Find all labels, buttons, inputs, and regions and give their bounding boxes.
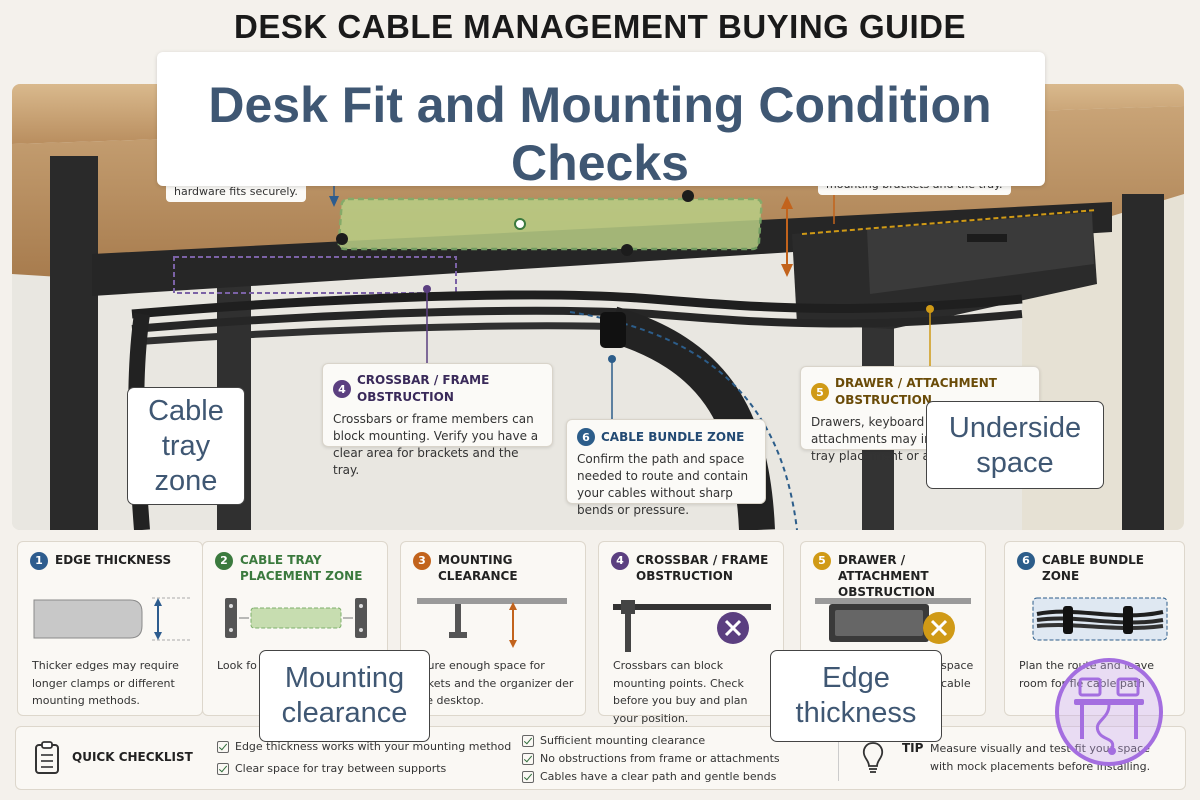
card-number: 2 (215, 552, 233, 570)
card-number: 5 (813, 552, 831, 570)
callout-body-line: tray placement or acc (811, 449, 944, 463)
bundle-callout: 6 CABLE BUNDLE ZONE Confirm the path and … (566, 419, 766, 517)
cable-tray-zone-label: Cable tray zone (127, 387, 245, 505)
banner-line-2: Checks (511, 135, 689, 191)
checklist-item: Clear space for tray between supports (217, 762, 446, 775)
callout-number: 4 (333, 380, 351, 398)
quick-checklist: QUICK CHECKLIST Edge thickness works wit… (15, 726, 1186, 790)
cable-run-2 (131, 306, 1023, 333)
card-edge-thickness: 1 EDGE THICKNESS Thicker edges may requir… (17, 541, 203, 716)
banner-title: Desk Fit and Mounting Condition Checks (0, 76, 1200, 192)
drawer-outline (801, 209, 1098, 235)
card-title: DRAWER / ATTACHMENT OBSTRUCTION (838, 553, 935, 599)
tray-placement-icon (225, 598, 367, 638)
mounting-clearance-icon (417, 598, 567, 648)
tray-zone (337, 197, 763, 251)
cable-strap (600, 312, 626, 348)
tip-label: TIP (902, 741, 924, 755)
checkbox-icon (217, 740, 229, 753)
card-number: 4 (611, 552, 629, 570)
screw (682, 190, 694, 202)
tray-zone-marker (514, 218, 526, 230)
cable-bundle-icon (1032, 597, 1168, 641)
top-left-fragment: hardware fits securely. (166, 181, 306, 202)
watermark-logo-icon (1055, 658, 1163, 766)
crossbar-highlight (173, 256, 457, 294)
checklist-divider (838, 735, 839, 781)
callout-number: 6 (577, 428, 595, 446)
banner-line-1: Desk Fit and Mounting Condition (208, 77, 992, 133)
card-mounting-clearance: 3 MOUNTING CLEARANCE asure enough space f… (400, 541, 586, 716)
card-number: 1 (30, 552, 48, 570)
page-title: DESK CABLE MANAGEMENT BUYING GUIDE (233, 8, 967, 45)
checkbox-icon (522, 734, 534, 747)
card-number: 3 (413, 552, 431, 570)
card-body: space cable (941, 659, 974, 690)
card-number: 6 (1017, 552, 1035, 570)
card-body: asure enough space for ackets and the or… (415, 659, 574, 707)
card-body: Crossbars can block mounting points. Che… (613, 659, 748, 725)
card-title: CROSSBAR / FRAME OBSTRUCTION (636, 553, 769, 583)
callout-title: CROSSBAR / FRAME OBSTRUCTION (357, 373, 490, 404)
screw (621, 244, 633, 256)
checkbox-icon (522, 770, 534, 783)
callout-title: DRAWER / ATTACHMENT OBSTRUCTION (835, 376, 997, 407)
checklist-item: Sufficient mounting clearance (522, 734, 705, 747)
drawer-icon (815, 598, 971, 644)
cable-run-1 (131, 290, 1023, 319)
clipboard-icon (35, 741, 59, 774)
card-title: CABLE TRAY PLACEMENT ZONE (240, 553, 363, 583)
card-crossbar: 4 CROSSBAR / FRAME OBSTRUCTION Crossbars … (598, 541, 784, 725)
drawer-front (867, 212, 1094, 294)
right-leg-front (1122, 194, 1164, 530)
card-title: MOUNTING CLEARANCE (438, 553, 518, 583)
drawer-handle (967, 234, 1007, 242)
edge-thickness-icon (33, 597, 190, 641)
checklist-item: Edge thickness works with your mounting … (217, 740, 511, 753)
lightbulb-icon (862, 742, 884, 773)
callout-title: CABLE BUNDLE ZONE (601, 429, 745, 444)
callout-body-line: attachments may inte (811, 432, 944, 446)
left-leg-front (50, 156, 98, 530)
callout-body: Confirm the path and space needed to rou… (577, 452, 749, 517)
screw (336, 233, 348, 245)
title-banner (157, 52, 1045, 186)
cable-run-3 (131, 322, 653, 346)
checklist-title: QUICK CHECKLIST (72, 750, 193, 764)
card-title: CABLE BUNDLE ZONE (1042, 553, 1144, 583)
checkbox-icon (217, 762, 229, 775)
card-title: EDGE THICKNESS (55, 553, 172, 567)
card-body: Thicker edges may require longer clamps … (32, 659, 179, 707)
underside-space-label: Underside space (926, 401, 1104, 489)
edge-thickness-label: Edge thickness (770, 650, 942, 742)
crossbar-icon (613, 600, 771, 652)
callout-number: 5 (811, 383, 829, 401)
checklist-item: No obstructions from frame or attachment… (522, 752, 780, 765)
callout-body: Crossbars or frame members can block mou… (333, 412, 539, 477)
mounting-clearance-label: Mounting clearance (259, 650, 430, 742)
crossbar-callout: 4 CROSSBAR / FRAME OBSTRUCTION Crossbars … (322, 363, 553, 477)
checkbox-icon (522, 752, 534, 765)
checklist-item: Cables have a clear path and gentle bend… (522, 770, 776, 783)
